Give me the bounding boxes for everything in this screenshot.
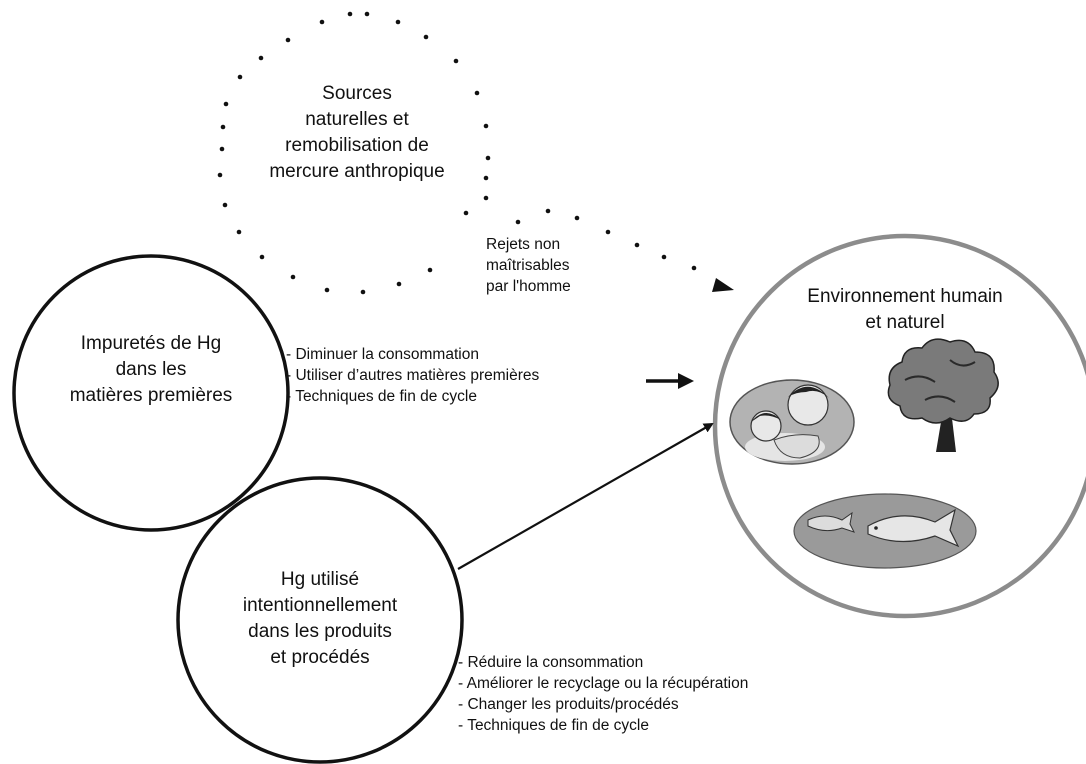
- cloud-dot: [319, 19, 325, 25]
- impurities-label-line: dans les: [115, 359, 187, 380]
- intentional-measure-item: - Améliorer le recyclage ou la récupérat…: [458, 675, 749, 692]
- intentional-measure-item: - Réduire la consommation: [458, 654, 644, 671]
- uncontrolled-release-line: Rejets non: [486, 236, 561, 253]
- cloud-dot: [453, 58, 459, 64]
- cloud-dot: [483, 195, 489, 201]
- impurities-node-circle: [12, 254, 290, 532]
- cloud-dot: [396, 281, 402, 287]
- cloud-dot: [423, 34, 429, 40]
- intentional-label-line: intentionnellement: [242, 595, 398, 616]
- impurities-label-line: Impuretés de Hg: [80, 333, 222, 354]
- sources-label-line: naturelles et: [305, 109, 409, 130]
- environment-label: Environnement humain et naturel: [760, 284, 1050, 336]
- intentional-label-line: Hg utilisé: [280, 569, 360, 590]
- impurities-label: Impuretés de Hg dans les matières premiè…: [31, 331, 271, 409]
- arrow-dot: [634, 242, 640, 248]
- cloud-dot: [485, 155, 491, 161]
- environment-label-line: et naturel: [865, 312, 945, 333]
- cloud-dot: [220, 124, 226, 130]
- environment-label-line: Environnement humain: [807, 286, 1003, 307]
- cloud-dot: [285, 37, 291, 43]
- fish-icon: [793, 493, 977, 569]
- arrow-dot: [463, 210, 469, 216]
- sources-label-line: Sources: [322, 83, 392, 104]
- cloud-dot: [395, 19, 401, 25]
- cloud-dot: [347, 11, 353, 17]
- cloud-dot: [236, 229, 242, 235]
- intentional-label-line: dans les produits: [248, 621, 392, 642]
- sources-label-line: mercure anthropique: [269, 161, 445, 182]
- impurities-label-line: matières premières: [69, 385, 233, 406]
- intentional-measures-list: - Réduire la consommation - Améliorer le…: [458, 652, 748, 736]
- cloud-dot: [237, 74, 243, 80]
- uncontrolled-release-arrowhead: [712, 278, 734, 292]
- cloud-dot: [427, 267, 433, 273]
- arrow-dot: [574, 215, 580, 221]
- tree-icon: [887, 338, 999, 452]
- cloud-dot: [223, 101, 229, 107]
- cloud-dot: [360, 289, 366, 295]
- environment-node-circle: [712, 233, 1086, 619]
- mother-child-icon: [729, 379, 855, 465]
- impurities-measures-list: - Diminuer la consommation - Utiliser d’…: [286, 344, 539, 407]
- uncontrolled-release-label: Rejets non maîtrisables par l'homme: [486, 234, 646, 297]
- intentional-arrow: [457, 423, 714, 570]
- cloud-dot: [290, 274, 296, 280]
- uncontrolled-release-line: par l'homme: [486, 278, 571, 295]
- cloud-dot: [324, 287, 330, 293]
- cloud-dot: [474, 90, 480, 96]
- arrow-dot: [661, 254, 667, 260]
- cloud-dot: [217, 172, 223, 178]
- cloud-dot: [258, 55, 264, 61]
- sources-label-line: remobilisation de: [285, 135, 429, 156]
- intentional-node-circle: [176, 476, 464, 764]
- cloud-dot: [222, 202, 228, 208]
- cloud-dot: [259, 254, 265, 260]
- cloud-dot: [219, 146, 225, 152]
- sources-dotted-cloud: [217, 11, 491, 295]
- uncontrolled-release-line: maîtrisables: [486, 257, 570, 274]
- impurities-measure-item: - Utiliser d’autres matières premières: [286, 367, 540, 384]
- cloud-dot: [483, 175, 489, 181]
- intentional-label-line: et procédés: [270, 647, 370, 668]
- arrow-dot: [515, 219, 521, 225]
- intentional-measure-item: - Techniques de fin de cycle: [458, 717, 649, 734]
- arrow-dot: [605, 229, 611, 235]
- arrow-dot: [691, 265, 697, 271]
- arrow-dot: [545, 208, 551, 214]
- sources-label: Sources naturelles et remobilisation de …: [222, 81, 492, 185]
- intentional-label: Hg utilisé intentionnellement dans les p…: [195, 567, 445, 671]
- intentional-measure-item: - Changer les produits/procédés: [458, 696, 679, 713]
- impurities-measure-item: - Techniques de fin de cycle: [286, 388, 477, 405]
- cloud-dot: [364, 11, 370, 17]
- cloud-dot: [483, 123, 489, 129]
- impurities-measure-item: - Diminuer la consommation: [286, 346, 479, 363]
- uncontrolled-release-dotted-arrow: [463, 208, 697, 271]
